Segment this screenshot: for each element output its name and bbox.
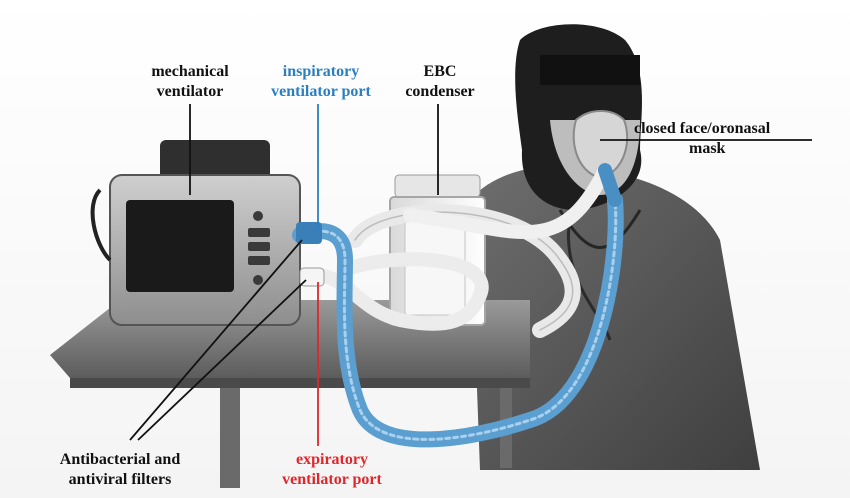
label-mechanical-ventilator: mechanical ventilator bbox=[151, 63, 229, 100]
face-mask bbox=[572, 110, 629, 180]
label-ebc-condenser: EBC condenser bbox=[405, 63, 475, 100]
inspiratory-filter bbox=[296, 222, 322, 244]
label-face-mask: closed face/oronasal mask bbox=[634, 120, 771, 157]
leader-lines bbox=[129, 104, 812, 446]
ventilator-keypad bbox=[248, 211, 270, 285]
eye-redaction-bar bbox=[540, 55, 640, 85]
ventilator-device bbox=[90, 140, 301, 326]
tubing bbox=[292, 163, 624, 448]
expiratory-filter bbox=[299, 267, 325, 287]
ventilator-screen bbox=[126, 200, 234, 292]
filters bbox=[296, 222, 325, 287]
label-inspiratory-port: inspiratory ventilator port bbox=[271, 63, 371, 100]
label-expiratory-port: expiratory ventilator port bbox=[282, 451, 382, 488]
label-filters: Antibacterial and antiviral filters bbox=[59, 451, 181, 488]
